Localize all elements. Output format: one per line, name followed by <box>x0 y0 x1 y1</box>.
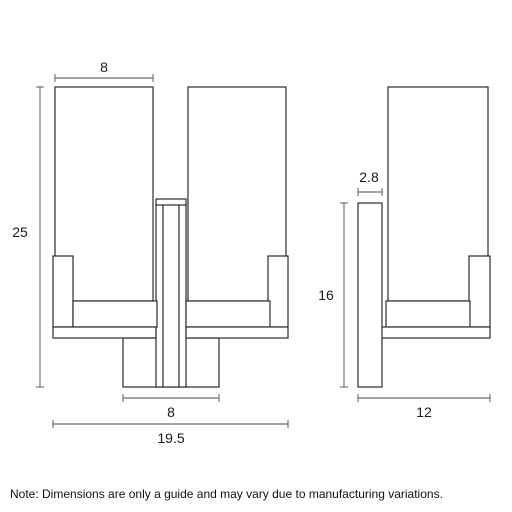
dim-projection-label: 12 <box>416 404 432 420</box>
front-right-cup-base <box>185 300 271 328</box>
front-center-column <box>155 203 187 388</box>
front-dimensions: 8 25 8 19.5 <box>12 59 289 446</box>
side-backplate <box>357 202 383 388</box>
front-left-arm <box>52 326 157 339</box>
side-arm <box>380 326 491 339</box>
dim-arm-thickness-label: 2.8 <box>359 169 379 185</box>
dim-total-height-label: 25 <box>12 224 28 240</box>
side-cup-base <box>385 300 471 328</box>
front-right-arm <box>185 326 289 339</box>
side-dimensions: 2.8 16 12 <box>318 169 491 420</box>
dim-total-width-label: 19.5 <box>157 430 184 446</box>
front-left-cup-side <box>52 255 74 328</box>
front-right-cup-side <box>267 255 289 328</box>
dim-backplate-width-label: 8 <box>167 404 175 420</box>
dim-shade-width-label: 8 <box>100 59 108 75</box>
side-cup-side <box>468 255 491 328</box>
dim-backplate-height-label: 16 <box>318 287 334 303</box>
front-column-cap <box>155 198 187 206</box>
disclaimer-note: Note: Dimensions are only a guide and ma… <box>10 487 443 501</box>
side-view <box>357 86 491 388</box>
front-left-cup-base <box>72 300 158 328</box>
front-view <box>52 86 289 388</box>
